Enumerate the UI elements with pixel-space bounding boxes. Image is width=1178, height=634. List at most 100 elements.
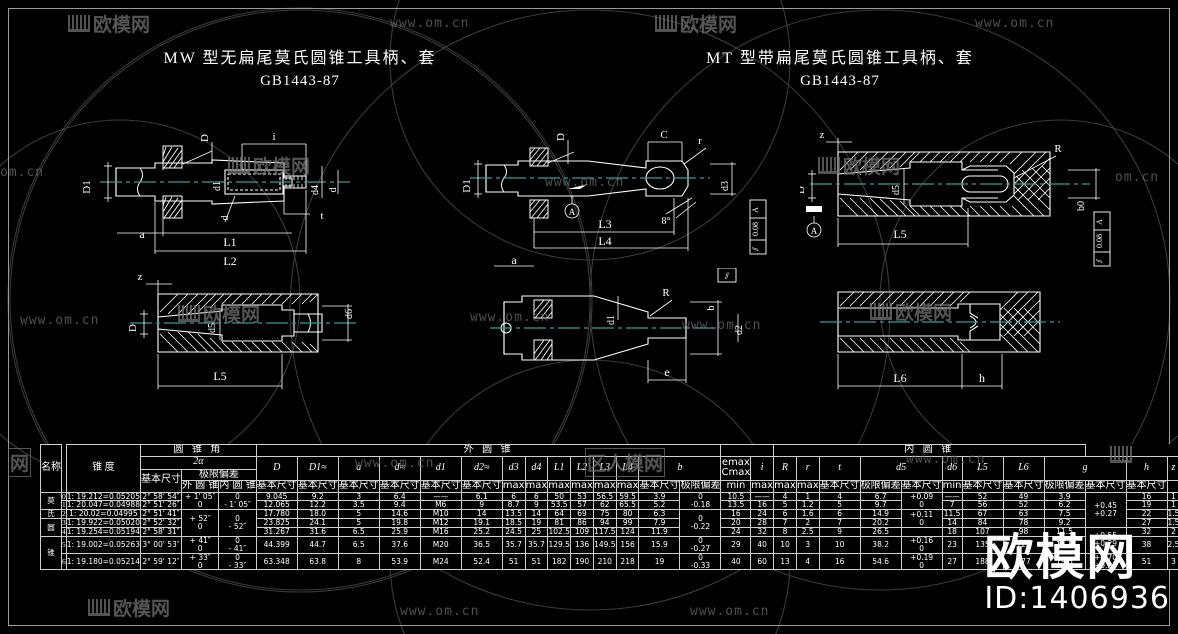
svg-text:L6: L6: [893, 371, 906, 385]
cell-d1: M6: [419, 500, 462, 511]
cell-b: 3.9: [638, 491, 681, 502]
th-z-basic: 基本尺寸: [1125, 480, 1168, 493]
title-mt-line2: GB1443-87: [800, 73, 880, 89]
cell-d1: M20: [419, 535, 462, 554]
title-mw-line2: GB1443-87: [260, 73, 340, 89]
cell-r: 1.6: [795, 509, 820, 520]
cell-h: 51: [1125, 552, 1168, 571]
cell-h: 22: [1125, 509, 1168, 520]
cell-r: 1.2: [795, 500, 820, 511]
cell-L4: 124: [615, 527, 640, 537]
cell-z: 2.5: [1166, 535, 1178, 554]
cell-i: 28: [750, 518, 775, 528]
cell-emax: 29: [720, 535, 752, 554]
th-outer-group: 外 圆 锥: [255, 444, 722, 457]
cell-L6: 125: [1002, 535, 1045, 554]
table-header-row-1: 名称 锥 度 圆 锥 角 外 圆 锥 内 圆 锥: [40, 444, 1178, 493]
cell-L3: 75: [592, 509, 617, 520]
cell-D: 63.348: [255, 552, 298, 571]
cell-taper: 1: 20.02=0.04995: [65, 509, 141, 520]
cell-L2: 190: [570, 552, 594, 571]
row-group-label: 圆: [40, 518, 62, 537]
cell-d4: 51: [524, 552, 549, 571]
th-two-alpha: 2α: [139, 455, 257, 470]
cell-L6: 78: [1002, 518, 1045, 528]
cell-taper: 1: 20.047=0.04988: [65, 500, 141, 511]
cell-angle: 2° 59' 12″: [139, 552, 182, 571]
cell-emax: 20: [720, 518, 752, 528]
cell-no: 1: [61, 500, 67, 511]
cell-a: 8: [337, 552, 380, 571]
th-d5-basic: 基本尺寸: [818, 480, 861, 493]
svg-text:D1: D1: [81, 180, 93, 193]
cell-a: 6.5: [337, 527, 380, 537]
cell-d: 53.9: [378, 552, 421, 571]
title-block-mw: MW 型无扁尾莫氏圆锥工具柄、套 GB1443-87: [60, 44, 540, 90]
cell-D: 44.399: [255, 535, 298, 554]
svg-text:z: z: [138, 271, 143, 283]
cell-L1: 129.5: [547, 535, 572, 554]
cell-h: 32: [1125, 527, 1168, 537]
svg-text:D: D: [555, 133, 567, 141]
th-taper: 锥 度: [65, 444, 141, 493]
cell-L6: 177: [1002, 552, 1045, 571]
cell-taper: 1: 19.180=0.05214: [65, 552, 141, 571]
spec-table: 名称 锥 度 圆 锥 角 外 圆 锥 内 圆 锥 2α D D1≈ a: [40, 444, 1178, 571]
th-D-basic: 基本尺寸: [255, 480, 298, 493]
cell-d4: 25: [524, 527, 549, 537]
cell-b: 11.9: [638, 527, 681, 537]
cell-d: 14.6: [378, 509, 421, 520]
svg-text:d3: d3: [720, 181, 731, 191]
mt-shank-flat-drawing: d1 R b d2 e ⫽: [490, 268, 745, 383]
cell-L2: 57: [570, 500, 594, 511]
svg-text:z: z: [820, 129, 825, 141]
th-d6: d6: [941, 455, 963, 481]
cell-L6: 98: [1002, 527, 1045, 537]
cell-d2: 52.4: [460, 552, 503, 571]
mw-shank-drawing: D1 D d1 d i d4 d t a L1 L2: [81, 131, 350, 268]
svg-text:8°: 8°: [662, 216, 671, 227]
cell-t: 9: [818, 527, 861, 537]
cell-dev-internal: 0- 33″: [218, 552, 257, 571]
svg-text:A: A: [569, 207, 576, 217]
th-L4: L4: [615, 455, 640, 481]
cell-d6: 7: [941, 500, 963, 511]
cell-L4: 59.5: [615, 491, 640, 502]
th-t-max: max: [795, 480, 820, 493]
cell-dev-internal: 0- 41″: [218, 535, 257, 554]
svg-text:L1: L1: [223, 235, 236, 249]
cell-i: 24: [750, 509, 775, 520]
cell-d6: ——: [941, 491, 963, 502]
svg-text:C: C: [660, 129, 667, 141]
cell-i: ——: [750, 491, 775, 502]
cell-d5: 26.5: [859, 527, 902, 537]
cell-R: 5: [773, 500, 797, 511]
cell-L3: 117.5: [592, 527, 617, 537]
th-d3-max: max: [501, 480, 526, 493]
cell-t: 10: [818, 535, 861, 554]
cell-r: 1: [795, 491, 820, 502]
cell-b: 5.2: [638, 500, 681, 511]
cell-L1: 81: [547, 518, 572, 528]
mw-socket-drawing: z D d5 d6 L5: [127, 271, 360, 389]
mt-shank-drawing: D1 D C r d3 8° A L3 L4 a A 0.08 ⫽: [461, 129, 767, 267]
cell-g-tol: +0.55+0.29: [1084, 527, 1127, 554]
svg-text:d5: d5: [207, 323, 218, 333]
cell-d: 25.9: [378, 527, 421, 537]
th-g-basic: 基本尺寸: [1002, 480, 1045, 493]
row-group-label: 莫: [40, 491, 62, 511]
cell-d4: 9: [524, 500, 549, 511]
cell-d6: 18: [941, 527, 963, 537]
svg-text:d1: d1: [606, 315, 617, 325]
svg-text:R: R: [662, 287, 670, 299]
cell-d6: 27: [941, 552, 963, 571]
cell-g: 14.5: [1043, 535, 1086, 554]
cell-d2: 9: [460, 500, 503, 511]
cell-L5: 84: [961, 518, 1004, 528]
svg-text:d2: d2: [734, 325, 745, 335]
cell-taper: 1: 19.002=0.05263: [65, 535, 141, 554]
cell-emax: 13.5: [720, 500, 752, 511]
